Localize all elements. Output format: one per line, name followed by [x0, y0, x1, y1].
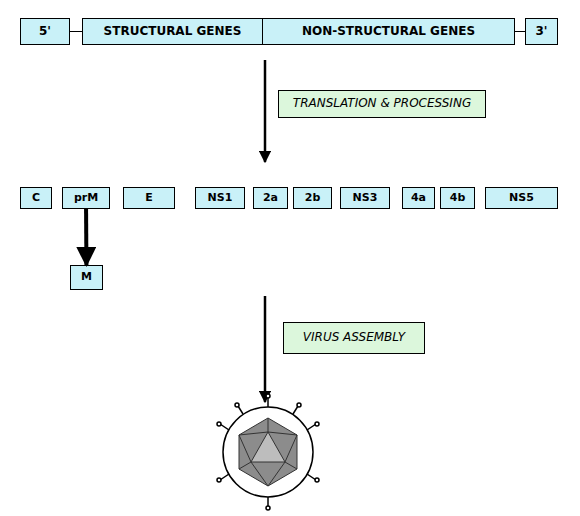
- box-label: 2a: [263, 192, 278, 204]
- box-label: E: [145, 192, 153, 204]
- connector-line: [70, 31, 82, 32]
- protein-box: 2a: [253, 187, 288, 209]
- protein-box: E: [123, 187, 175, 209]
- process-arrow: [264, 60, 267, 162]
- box-label: prM: [74, 192, 98, 204]
- box-label: NS5: [509, 192, 534, 204]
- gene-region-box: NON-STRUCTURAL GENES: [262, 18, 515, 45]
- protein-box: M: [70, 265, 103, 290]
- box-label: NON-STRUCTURAL GENES: [302, 25, 475, 38]
- protein-box: NS5: [485, 187, 558, 209]
- box-label: NS1: [208, 192, 233, 204]
- box-label: C: [32, 192, 40, 204]
- protein-box: 4a: [402, 187, 435, 209]
- box-label: NS3: [353, 192, 378, 204]
- box-label: 4b: [450, 192, 466, 204]
- box-label: 4a: [411, 192, 426, 204]
- protein-box: C: [20, 187, 52, 209]
- box-label: VIRUS ASSEMBLY: [303, 331, 405, 344]
- protein-box: 2b: [293, 187, 332, 209]
- virus-illustration: [217, 394, 319, 510]
- protein-box: 4b: [440, 187, 475, 209]
- step-label-box: VIRUS ASSEMBLY: [283, 322, 425, 354]
- box-label: STRUCTURAL GENES: [104, 25, 242, 38]
- protein-box: NS3: [340, 187, 390, 209]
- terminus-box: 5': [20, 18, 70, 45]
- connector-line: [515, 31, 525, 32]
- protein-box: prM: [62, 187, 110, 209]
- box-label: M: [81, 271, 92, 283]
- protein-box: NS1: [195, 187, 245, 209]
- box-label: 2b: [305, 192, 321, 204]
- terminus-box: 3': [525, 18, 558, 45]
- box-label: 5': [39, 25, 51, 38]
- gene-region-box: STRUCTURAL GENES: [82, 18, 263, 45]
- box-label: TRANSLATION & PROCESSING: [293, 97, 471, 110]
- step-label-box: TRANSLATION & PROCESSING: [278, 90, 486, 118]
- box-label: 3': [535, 25, 547, 38]
- process-arrow: [264, 296, 267, 402]
- connector-arrow: [84, 209, 88, 265]
